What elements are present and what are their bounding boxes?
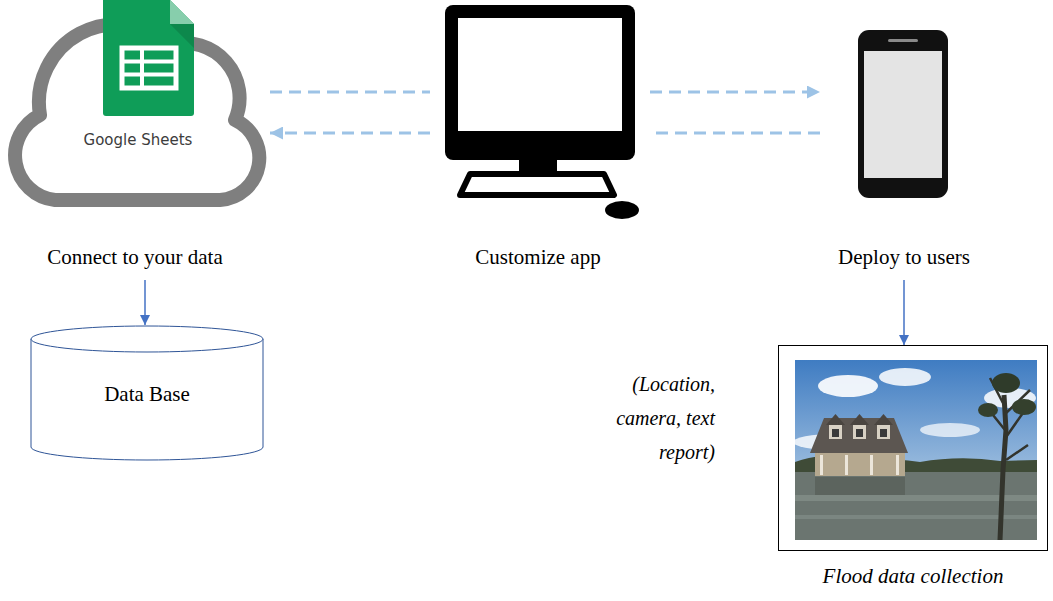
dashed-arrow: [270, 132, 430, 135]
app-name: Google Sheets: [84, 131, 193, 149]
step-label: Customize app: [475, 245, 600, 270]
photo-caption: Flood data collection: [823, 564, 1004, 589]
data-source-node: Google SheetsConnect to your data: [0, 0, 270, 280]
dashed-arrow: [270, 91, 430, 94]
step-label: Connect to your data: [47, 245, 223, 270]
step-label: Deploy to users: [838, 245, 970, 270]
flood-photo: [779, 346, 1048, 551]
computer-monitor: [445, 5, 639, 219]
dashed-arrow: [650, 132, 820, 135]
sheets-icon: [103, 0, 194, 116]
database-cylinder: Data Base: [30, 325, 264, 461]
phone-node: Deploy to users: [820, 25, 988, 280]
mobile-phone: [858, 30, 948, 198]
dashed-arrow: [650, 91, 820, 94]
down-arrow: [144, 280, 146, 325]
down-arrow: [903, 280, 905, 345]
photo-node: (Location, camera, text report) Flood dat…: [605, 345, 1051, 597]
photo-note: (Location, camera, text report): [607, 367, 715, 469]
database-label: Data Base: [104, 382, 190, 407]
computer-node: Customize app: [430, 0, 650, 280]
